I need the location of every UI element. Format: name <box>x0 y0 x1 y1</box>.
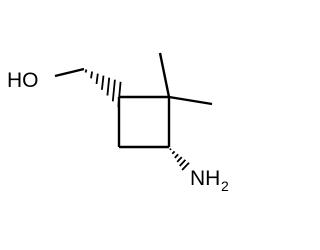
bond-o-ch2 <box>54 67 85 78</box>
structure-canvas: HO NH 2 <box>7 52 229 194</box>
amine-subscript: 2 <box>221 178 229 194</box>
bond-c2-methyl-up <box>158 52 171 98</box>
molecule-drawing: HO NH 2 <box>7 52 229 194</box>
hydroxyl-label: HO <box>7 69 39 92</box>
amine-label: NH <box>190 167 220 190</box>
hashed-wedge-bond-c3-n <box>169 147 190 171</box>
bond-c2-methyl-right <box>168 95 213 106</box>
hashed-wedge-bond-ch2-c1 <box>84 69 122 108</box>
